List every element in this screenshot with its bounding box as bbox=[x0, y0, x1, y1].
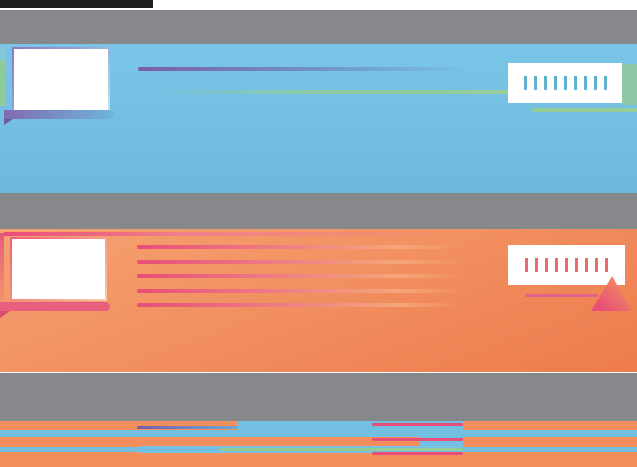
logo-placeholder-inner bbox=[12, 239, 105, 299]
barcode-tick bbox=[585, 258, 588, 272]
redacted-text-block-bottom bbox=[0, 373, 637, 421]
logo-box-shadow bbox=[4, 110, 114, 119]
page-title-redacted bbox=[0, 0, 153, 8]
green-accent-line bbox=[220, 447, 463, 451]
blue-row-stripe bbox=[0, 430, 637, 437]
barcode-tick bbox=[593, 76, 597, 90]
barcode-tick bbox=[525, 258, 528, 272]
barcode-tick bbox=[545, 258, 548, 272]
coupon-subtitle-line bbox=[155, 90, 508, 94]
left-edge-teal-strip bbox=[0, 46, 6, 61]
pink-accent-line bbox=[372, 438, 463, 441]
barcode-tick bbox=[575, 258, 578, 272]
text-stripe bbox=[137, 274, 463, 278]
barcode-tick bbox=[563, 76, 567, 90]
barcode-tick bbox=[595, 258, 598, 272]
barcode-tick bbox=[523, 76, 527, 90]
merchant-logo-placeholder bbox=[10, 237, 107, 301]
barcode-tick bbox=[603, 76, 607, 90]
pink-underline bbox=[525, 293, 598, 297]
pink-accent-line bbox=[372, 451, 463, 455]
logo-box-shadow-notch bbox=[0, 311, 10, 318]
coupon-text-stripes bbox=[137, 245, 463, 307]
barcode-tick bbox=[565, 258, 568, 272]
barcode-tick bbox=[543, 76, 547, 90]
pink-accent-line bbox=[372, 423, 463, 426]
merchant-logo-placeholder bbox=[12, 47, 110, 112]
logo-placeholder-inner bbox=[14, 49, 108, 110]
barcode-tick bbox=[583, 76, 587, 90]
coupon-banner-blue[interactable] bbox=[0, 44, 637, 193]
barcode bbox=[508, 63, 622, 103]
redacted-text-block-top bbox=[0, 10, 637, 44]
text-stripe bbox=[137, 303, 463, 307]
text-stripe bbox=[137, 288, 463, 293]
purple-accent-line bbox=[137, 426, 238, 429]
left-edge-pink-strip bbox=[0, 233, 4, 311]
barcode-tick bbox=[533, 76, 537, 90]
left-edge-green-strip bbox=[0, 60, 6, 106]
right-edge-green-block bbox=[622, 64, 637, 105]
barcode-tick bbox=[605, 258, 608, 272]
top-border-line bbox=[3, 232, 463, 236]
green-underline bbox=[532, 108, 637, 112]
barcode-tick bbox=[535, 258, 538, 272]
barcode-tick bbox=[553, 76, 557, 90]
barcode-tick bbox=[573, 76, 577, 90]
coupon-title-line bbox=[138, 67, 470, 71]
partial-coupon-rows bbox=[0, 421, 637, 467]
text-stripe bbox=[137, 259, 463, 264]
logo-box-shadow-notch bbox=[4, 119, 13, 125]
redacted-text-block-middle bbox=[0, 193, 637, 229]
coupon-banner-orange[interactable] bbox=[0, 229, 637, 372]
text-stripe bbox=[137, 245, 463, 249]
logo-box-shadow bbox=[0, 302, 110, 311]
barcode bbox=[508, 245, 625, 285]
barcode-tick bbox=[555, 258, 558, 272]
